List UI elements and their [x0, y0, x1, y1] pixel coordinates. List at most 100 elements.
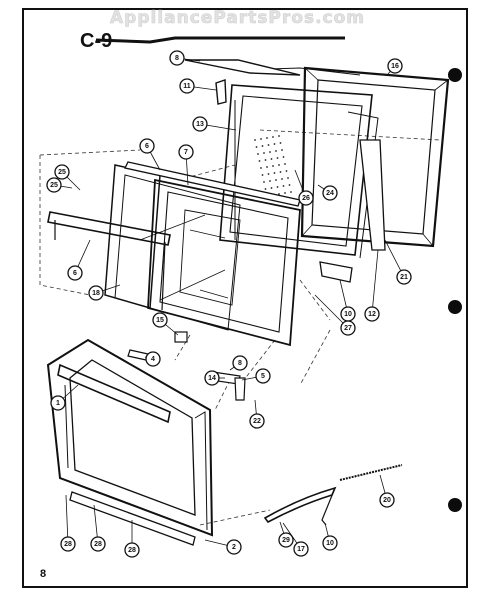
perforation-dot — [272, 136, 274, 138]
callout-c17: 17 — [293, 541, 309, 557]
callout-number: 27 — [344, 325, 352, 332]
callout-c9: 10 — [340, 306, 356, 322]
page-border — [22, 8, 468, 588]
callout-c24: 25 — [46, 177, 62, 193]
perforation-dot — [276, 157, 279, 159]
hinge-arm-and-spring — [263, 464, 403, 526]
callout-number: 28 — [128, 547, 136, 554]
callout-c1: 2 — [226, 539, 242, 555]
callout-circle — [322, 185, 338, 201]
callout-number: 2 — [232, 544, 236, 551]
callout-circle — [178, 144, 194, 160]
callout-number: 10 — [344, 311, 352, 318]
callout-circle — [88, 285, 104, 301]
callout-number: 25 — [58, 169, 66, 176]
callout-c6: 7 — [178, 144, 194, 160]
callout-circle — [379, 492, 395, 508]
callout-c30: 29 — [278, 532, 294, 548]
perforation-dot — [261, 174, 264, 176]
callout-c10: 10 — [322, 535, 338, 551]
part-callouts: 1245667881010111213141516171820212224252… — [46, 50, 412, 558]
perforation-dot — [255, 146, 258, 148]
perforation-dot — [278, 164, 280, 166]
perforation-dot — [267, 144, 270, 146]
callout-number: 4 — [151, 356, 155, 363]
perforation-dot — [273, 172, 276, 174]
perforated-insulation — [254, 135, 292, 197]
callout-circle — [145, 351, 161, 367]
perforation-dot — [270, 187, 273, 189]
header-rule — [95, 36, 345, 44]
callout-circle — [232, 355, 248, 371]
callout-circle — [278, 532, 294, 548]
callout-c29: 28 — [124, 542, 140, 558]
perforation-dot — [264, 159, 267, 161]
perforation-dot — [279, 142, 282, 144]
binder-hole-bottom — [448, 498, 462, 512]
callout-number: 14 — [208, 375, 216, 382]
callout-c2: 4 — [145, 351, 161, 367]
callout-c7: 8 — [169, 50, 185, 66]
perforation-dot — [284, 192, 286, 194]
perforation-dot — [278, 193, 280, 195]
binder-hole-top — [448, 68, 462, 82]
callout-circle — [124, 542, 140, 558]
callout-circle — [249, 413, 265, 429]
callout-c28: 28 — [90, 536, 106, 552]
bottom-trim-strip — [69, 491, 196, 546]
callout-circle — [293, 541, 309, 557]
callout-circle — [179, 78, 195, 94]
perforation-dot — [276, 186, 279, 188]
callout-circle — [54, 164, 70, 180]
callout-c12: 12 — [364, 306, 380, 322]
callout-number: 28 — [94, 541, 102, 548]
callout-circle — [255, 368, 271, 384]
callout-c5: 6 — [67, 265, 83, 281]
perforation-dot — [282, 185, 285, 187]
callout-c11: 11 — [179, 78, 195, 94]
callout-circle — [322, 535, 338, 551]
callout-c20: 21 — [396, 269, 412, 285]
callout-number: 10 — [326, 540, 334, 547]
callout-c18: 18 — [88, 285, 104, 301]
outer-door-frame — [300, 66, 450, 248]
callout-c25: 26 — [298, 190, 314, 206]
callout-circle — [60, 536, 76, 552]
perforation-dot — [254, 139, 256, 141]
callout-c14: 14 — [204, 370, 220, 386]
perforation-dot — [269, 151, 271, 153]
callout-circle — [340, 320, 356, 336]
page-number: 8 — [40, 568, 47, 580]
perforation-dot — [273, 143, 276, 145]
perforation-dot — [266, 137, 268, 139]
callout-circle — [67, 265, 83, 281]
callout-number: 28 — [64, 541, 72, 548]
callout-c23: 25 — [54, 164, 70, 180]
perforation-dot — [284, 163, 286, 165]
leader-line-c12 — [371, 249, 379, 315]
callout-c0: 1 — [50, 395, 66, 411]
perforation-dot — [281, 149, 283, 151]
callout-circle — [46, 177, 62, 193]
callout-c26: 27 — [340, 320, 356, 336]
callout-number: 18 — [92, 290, 100, 297]
glass-pane-assembly — [47, 164, 241, 331]
callout-number: 15 — [156, 317, 164, 324]
callout-number: 16 — [391, 63, 399, 70]
inner-glass-frame — [147, 178, 301, 347]
perforation-dot — [281, 178, 283, 180]
callout-circle — [364, 306, 380, 322]
callout-number: 24 — [326, 190, 334, 197]
callout-number: 25 — [50, 182, 58, 189]
side-channel-parts — [319, 139, 386, 283]
leader-line-c27 — [65, 494, 69, 545]
callout-c21: 22 — [249, 413, 265, 429]
callout-circle — [169, 50, 185, 66]
callout-c8: 8 — [232, 355, 248, 371]
callout-circle — [50, 395, 66, 411]
perforation-dot — [264, 188, 267, 190]
callout-circle — [298, 190, 314, 206]
perforation-dot — [258, 160, 261, 162]
perforation-dot — [285, 170, 288, 172]
